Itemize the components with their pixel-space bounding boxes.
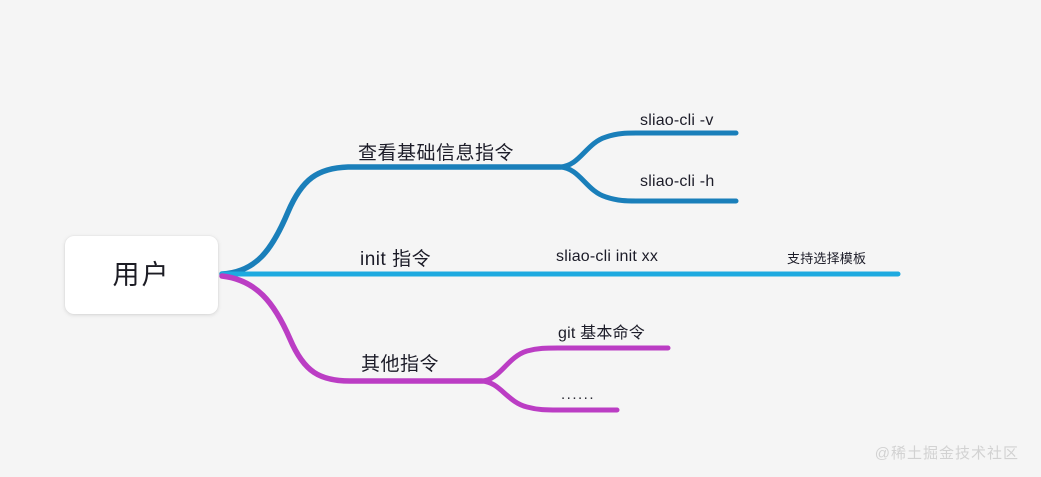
node-ellipsis[interactable]: ...... [561, 387, 595, 402]
node-init-command-label: init 指令 [360, 249, 432, 270]
connector-other-commands-to-git-basic-commands [479, 345, 671, 384]
connector-root-to-other-commands [219, 273, 485, 384]
node-supports-template-selection-label: 支持选择模板 [787, 251, 867, 266]
node-git-basic-commands[interactable]: git 基本命令 [558, 326, 645, 342]
node-sliao-cli-init-xx-label: sliao-cli init xx [556, 248, 659, 265]
node-sliao-cli-init-xx[interactable]: sliao-cli init xx [556, 249, 658, 265]
root-node-label: 用户 [112, 259, 171, 290]
node-init-command[interactable]: init 指令 [360, 250, 431, 269]
node-view-basic-info-label: 查看基础信息指令 [358, 143, 515, 164]
node-git-basic-commands-label: git 基本命令 [558, 325, 645, 342]
connector-view-basic-info-to-sliao-cli-v [557, 130, 739, 170]
node-view-basic-info[interactable]: 查看基础信息指令 [358, 144, 514, 163]
root-node[interactable]: 用户 [65, 236, 218, 314]
watermark: @稀土掘金技术社区 [875, 446, 1019, 461]
node-supports-template-selection[interactable]: 支持选择模板 [787, 252, 866, 265]
node-sliao-cli-v[interactable]: sliao-cli -v [640, 113, 714, 129]
connector-other-commands-to-ellipsis [479, 378, 620, 413]
watermark-text: @稀土掘金技术社区 [874, 445, 1019, 462]
node-other-commands-label: 其他指令 [361, 354, 440, 375]
node-sliao-cli-v-label: sliao-cli -v [640, 112, 714, 129]
node-sliao-cli-h[interactable]: sliao-cli -h [640, 174, 714, 190]
node-sliao-cli-h-label: sliao-cli -h [640, 173, 715, 190]
node-ellipsis-label: ...... [561, 386, 596, 403]
node-other-commands[interactable]: 其他指令 [361, 355, 439, 374]
connector-root-to-view-basic-info [219, 164, 563, 277]
connector-view-basic-info-to-sliao-cli-h [557, 164, 739, 204]
